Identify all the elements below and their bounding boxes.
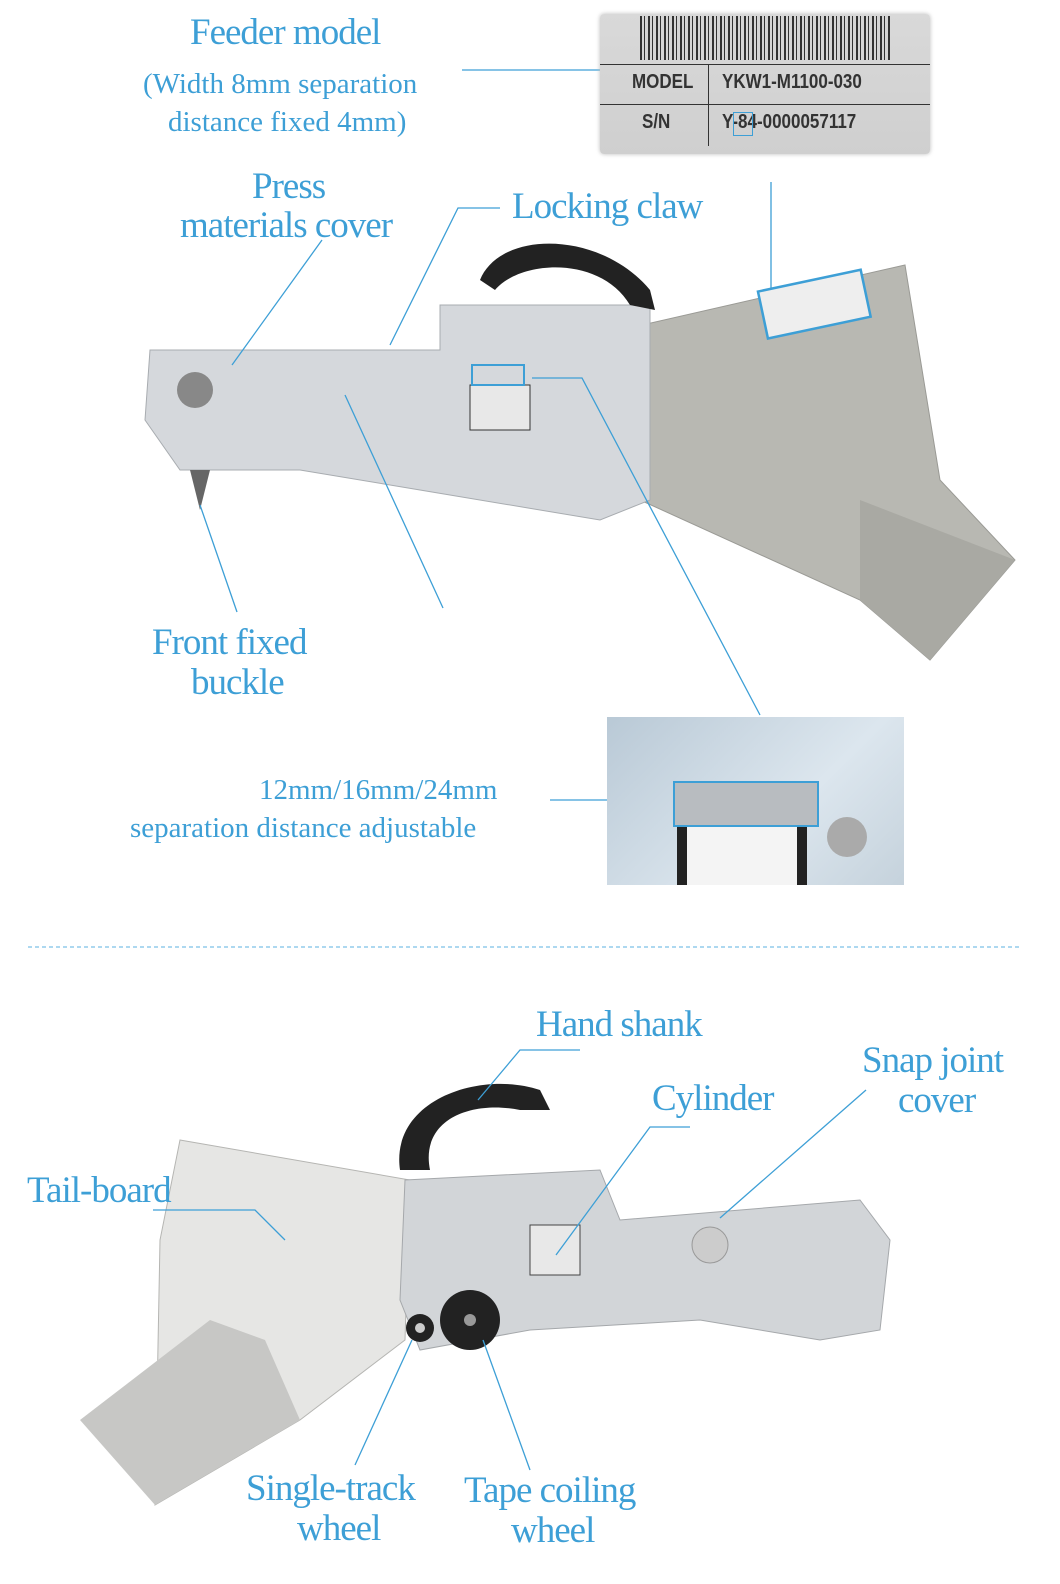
tape-coiling-label-2: wheel — [511, 1510, 595, 1551]
hand-shank-label: Hand shank — [536, 1004, 703, 1045]
model-value: YKW1-M1100-030 — [722, 71, 862, 93]
snap-joint-label-1: Snap joint — [862, 1040, 1004, 1081]
model-key: MODEL — [632, 71, 694, 93]
feeder-model-note-1: (Width 8mm separation — [143, 68, 418, 100]
top-feeder-image — [144, 243, 1016, 661]
sn-value: Y-84-0000057117 — [722, 111, 857, 133]
snap-joint-label-2: cover — [898, 1080, 976, 1121]
press-cover-label-2: materials cover — [180, 205, 393, 246]
bottom-feeder-image — [80, 1083, 891, 1506]
feeder-model-note-2: distance fixed 4mm) — [168, 106, 407, 138]
tail-board-label: Tail-board — [27, 1170, 172, 1211]
separation-detail-photo — [607, 717, 904, 885]
model-label-plate: MODEL YKW1-M1100-030 S/N Y-84-0000057117 — [600, 14, 930, 154]
cylinder-label: Cylinder — [652, 1078, 774, 1119]
single-track-label-1: Single-track — [246, 1468, 416, 1509]
sn-key: S/N — [642, 111, 671, 133]
feeder-model-title: Feeder model — [190, 12, 381, 53]
single-track-label-2: wheel — [297, 1508, 381, 1549]
barcode — [640, 16, 890, 60]
front-buckle-label-1: Front fixed — [152, 622, 307, 663]
separation-label-1: 12mm/16mm/24mm — [259, 774, 498, 806]
press-cover-label-1: Press — [252, 166, 326, 207]
separation-label-2: separation distance adjustable — [130, 812, 477, 844]
tape-coiling-label-1: Tape coiling — [464, 1470, 636, 1511]
leader-lines — [199, 69, 772, 801]
front-buckle-label-2: buckle — [191, 662, 285, 703]
locking-claw-label: Locking claw — [512, 186, 703, 227]
